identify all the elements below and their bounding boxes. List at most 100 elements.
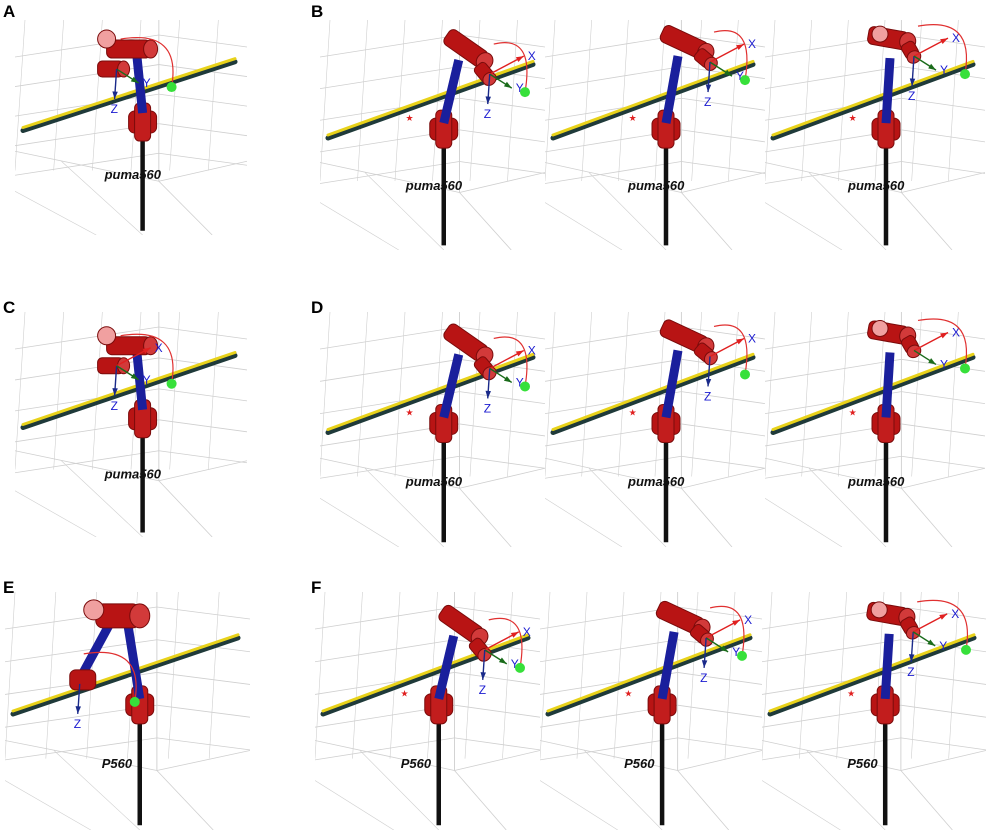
grid-line (389, 592, 401, 759)
grid-line (681, 326, 765, 340)
axis-label-y: Y (143, 373, 151, 387)
target-rail (10, 633, 241, 717)
axis-label-z: Z (700, 671, 707, 685)
grid-line (681, 161, 765, 174)
grid-line (156, 672, 250, 685)
grid-line (5, 737, 157, 761)
grid-line (588, 468, 667, 547)
axis-arrow-x-head (515, 350, 524, 357)
grid-line (677, 750, 762, 771)
grid-line (545, 202, 623, 250)
grid-line (53, 312, 64, 470)
robot-arm (97, 29, 159, 142)
grid-line (357, 312, 368, 477)
robot-scene-svg: XZY★puma560 (765, 20, 985, 250)
rail-bar (326, 59, 535, 137)
axis-arrow-x-head (732, 619, 741, 626)
grid-line (901, 172, 985, 193)
grid-line (911, 20, 922, 182)
wrist-link (693, 342, 718, 366)
axis-arrow-z-head (75, 706, 81, 714)
robot-arm (429, 29, 497, 149)
upper-arm-link (439, 59, 464, 125)
grid-line (901, 487, 953, 547)
grid-line (545, 66, 682, 90)
grid-line (15, 150, 159, 182)
robot-arm (866, 601, 921, 725)
grid-line (15, 152, 159, 176)
robot-arm (69, 599, 155, 725)
target-point: ★ (629, 30, 750, 124)
axis-label-x: X (744, 613, 752, 627)
grid-line (540, 606, 678, 630)
panel-label-d: D (311, 298, 324, 317)
grid-line (765, 455, 902, 479)
upper-arm-link (434, 634, 459, 700)
trajectory-curve (83, 651, 137, 702)
robot-scene-svg: XY★puma560 (765, 312, 985, 547)
grid-line (357, 20, 368, 182)
robot-scene-svg: XZY★puma560 (320, 312, 545, 547)
grid-line (459, 97, 545, 111)
grid-line (808, 468, 887, 547)
axis-label-y: Y (143, 76, 151, 90)
robot-arm (867, 319, 922, 443)
robot-scene-svg: XZY★P560 (762, 592, 986, 830)
grid-line (169, 20, 180, 171)
axis-arrow-z-head (701, 660, 708, 668)
grid-line (320, 455, 460, 479)
end-effector-frame: XY (913, 325, 960, 371)
axis-label-y: Y (940, 63, 948, 77)
grid-line (613, 592, 625, 759)
grid-line (581, 312, 592, 477)
rail-bar (771, 352, 975, 431)
axis-label-z: Z (111, 102, 118, 116)
axis-arrow-x-head (940, 332, 948, 339)
grid-line (762, 737, 901, 761)
grid-line (394, 312, 406, 477)
grid-line (454, 737, 540, 751)
grid-line (61, 460, 143, 537)
target-dot (166, 82, 177, 93)
rail-shadow (770, 354, 976, 435)
grid-line (156, 750, 250, 771)
grid-lines (15, 312, 247, 537)
robot-name-label: puma560 (104, 467, 162, 482)
grid-line (901, 391, 985, 405)
robot-scene-svg: XYZ★puma560 (545, 20, 765, 250)
axis-label-z: Z (484, 107, 491, 121)
grid-line (469, 312, 481, 477)
grid-line (724, 592, 736, 759)
axis-label-y: Y (732, 645, 740, 659)
axis-label-x: X (528, 49, 536, 63)
axis-label-x: X (748, 331, 756, 345)
rail-shadow (20, 353, 238, 430)
robot-scene-svg: XYZ★P560 (315, 592, 540, 830)
grid-line (545, 162, 682, 193)
start-marker: ★ (849, 408, 857, 418)
rail-bar (326, 352, 535, 431)
grid-line (677, 770, 730, 830)
axis-arrow-z-head (705, 378, 712, 387)
robot-name-label: puma560 (104, 167, 162, 182)
grid-line (681, 467, 765, 489)
target-dot (129, 696, 140, 707)
grid-line (158, 93, 247, 107)
grid-line (677, 704, 762, 718)
target-dot (520, 381, 530, 392)
grid-line (545, 161, 682, 184)
axis-arrow-z-head (909, 78, 916, 87)
grid-line (315, 780, 394, 830)
grid-line (681, 391, 765, 405)
start-marker: ★ (406, 408, 414, 418)
axis-arrow-x-head (142, 347, 151, 354)
axis-arrow-y-head (130, 76, 139, 84)
grid-line (15, 450, 159, 482)
rail-shadow (325, 61, 536, 141)
grid-line (158, 326, 247, 340)
grid-line (681, 423, 765, 437)
end-effector-frame: XZY (484, 343, 536, 415)
